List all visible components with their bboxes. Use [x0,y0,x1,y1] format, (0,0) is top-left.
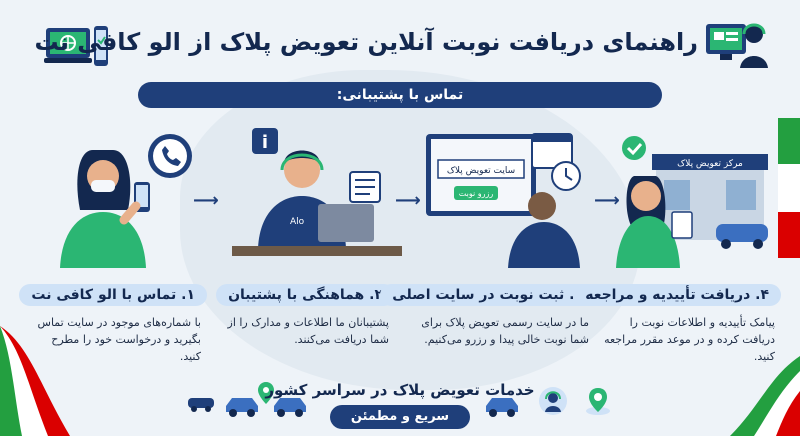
step-1: ۱. تماس با الو کافی نت با شماره‌های موجو… [19,284,207,365]
arrow-right-icon: ⟶ [594,190,620,211]
location-map-icon [586,388,610,415]
site-screen-title: سایت تعویض پلاک [447,165,515,176]
step-1-illustration [60,134,192,268]
step-3-illustration: سایت تعویض پلاک رزرو نوبت [426,133,581,268]
office-sign: مرکز تعویض پلاک [677,158,743,169]
step-4-title: ۴. دریافت تأییدیه و مراجعه [573,284,781,306]
steps-illustrations: ⟶ i Alo ⟶ سایت تعویض پلاک رزرو نوبت ⟶ [0,120,800,270]
step-2: ۲. هماهنگی با پشتیبان پشتیبانان ما اطلاع… [210,284,395,348]
page-title: راهنمای دریافت نوبت آنلاین تعویض پلاک از… [34,28,698,56]
svg-text:i: i [262,132,268,153]
location-pin-icon [258,382,274,404]
header: راهنمای دریافت نوبت آنلاین تعویض پلاک از… [0,0,800,82]
step-4: ۴. دریافت تأییدیه و مراجعه پیامک تأییدیه… [573,284,781,365]
step-3: ۳. ثبت نوبت در سایت اصلی ما در سایت رسمی… [380,284,595,348]
support-agent-icon [706,23,768,68]
contact-support-banner[interactable]: تماس با پشتیبانی: [138,82,662,108]
car-icon [274,398,306,417]
step-2-illustration: i Alo [232,128,402,256]
laptop-phone-icon [44,26,108,66]
footer-subtitle: سریع و مطمئن [330,405,470,429]
footer-title: خدمات تعویض پلاک در سراسر کشور [265,381,535,399]
step-3-title: ۳. ثبت نوبت در سایت اصلی [380,284,595,306]
step-3-description: ما در سایت رسمی تعویض پلاک برای شما نوبت… [421,316,589,346]
arrow-right-icon: ⟶ [193,190,219,211]
car-icon [486,398,518,417]
flag-bottom-right [730,356,800,436]
step-4-illustration: مرکز تعویض پلاک [616,136,768,268]
arrow-right-icon: ⟶ [395,190,421,211]
support-agent-icon [539,387,567,415]
flag-right [778,118,800,258]
step-1-title: ۱. تماس با الو کافی نت [19,284,207,306]
car-icon [226,398,258,417]
step-4-description: پیامک تأییدیه و اطلاعات نوبت را دریافت ک… [604,316,775,363]
flag-bottom-left [0,326,70,436]
step-2-title: ۲. هماهنگی با پشتیبان [216,284,395,306]
site-reserve-button: رزرو نوبت [459,189,494,198]
agent-badge: Alo [290,217,305,227]
step-1-description: با شماره‌های موجود در سایت تماس بگیرید و… [37,316,201,363]
step-2-description: پشتیبانان ما اطلاعات و مدارک را از شما د… [227,316,389,346]
car-icon [188,398,214,412]
